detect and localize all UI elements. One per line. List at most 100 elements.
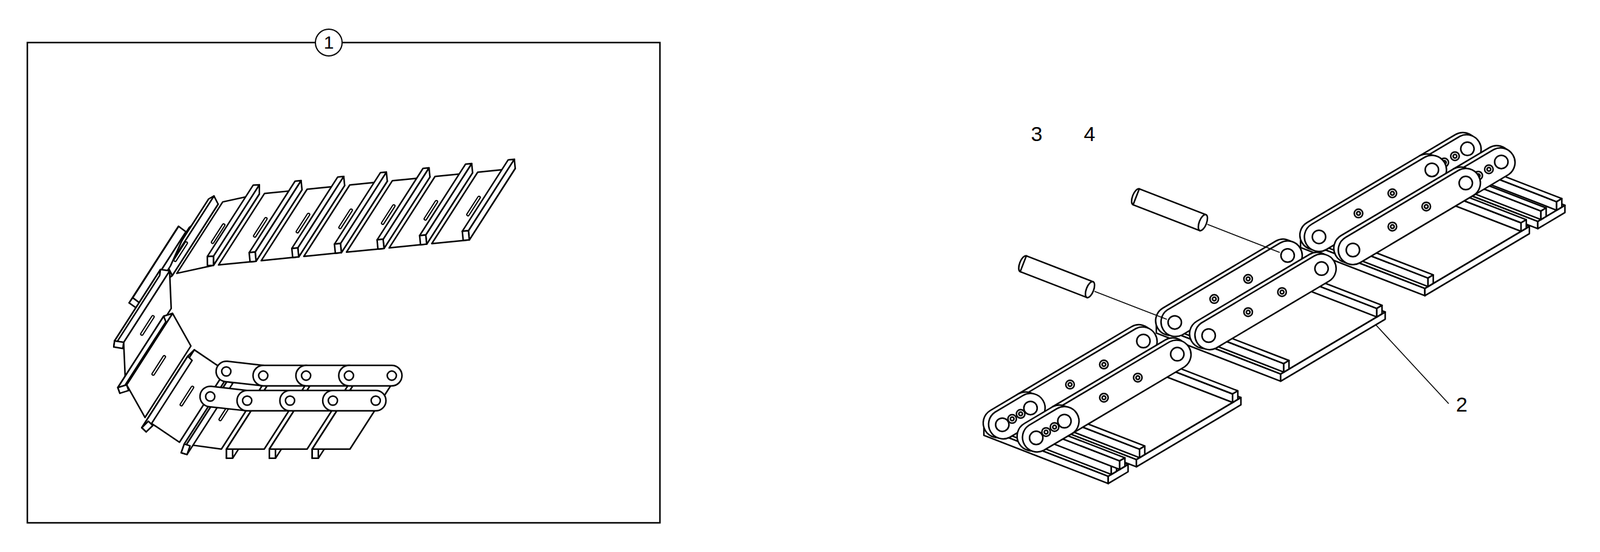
link-pin [301,370,311,380]
link-pin [242,395,252,405]
view-frame [27,42,660,523]
grouser-bar [226,449,233,459]
grouser-bar [117,384,129,394]
shoe-bolt [1484,165,1494,174]
track-shoe [312,377,397,450]
shoe-slot [254,218,266,236]
grouser-bar [141,356,193,432]
shoe-slot [254,218,266,236]
chain-link [338,365,402,386]
shoe-bolt [1356,211,1361,216]
shoe-slot [153,356,165,374]
chain-link [1050,339,1192,436]
shoe-bolt [1243,274,1253,284]
link-hole [1460,142,1475,156]
callout-number: 3 [1031,123,1043,145]
grouser-bar [113,340,124,349]
callout-circle: 1 [314,28,343,57]
grouser-bar [1139,446,1145,458]
link-pin [344,370,354,380]
link-pin [301,370,311,380]
grouser-bar [1119,457,1126,470]
shoe-bolt [1390,191,1394,196]
pin-end [1083,280,1097,299]
shoe-bolt [1246,309,1250,314]
grouser-bar [1232,390,1238,403]
link-hole [1315,261,1329,276]
shoe-slot [425,201,437,219]
link-hole [1424,162,1439,177]
shoe-bolt [1424,204,1429,209]
grouser-bar [334,243,341,254]
link-hole [1312,230,1326,244]
grouser-bar [462,230,470,241]
shoe-bolt [1019,412,1023,416]
link-pin [387,370,397,380]
track-pin [1133,188,1207,231]
link-pin [328,395,338,405]
grouser-bar [1376,305,1383,317]
link-hole [1023,401,1038,415]
shoe-slot [340,210,352,228]
chain-link [1338,168,1481,265]
link-hole [1459,176,1473,190]
callout-number: 2 [1455,393,1468,415]
shoe-slot [181,387,193,405]
shoe-bolt [1099,393,1109,402]
link-pin [205,391,215,402]
link-hole [1167,315,1182,329]
shoe-slot [212,224,224,242]
link-hole [1136,334,1151,348]
grouser-bar [181,443,191,454]
callout-number: 1 [323,33,335,52]
shoe-bolt [1246,277,1250,281]
shoe-bolt [1387,222,1397,231]
link-pin [371,395,381,405]
assembly-line [1207,224,1280,253]
shoe-bolt [1452,154,1457,158]
grouser-bar [468,159,516,241]
link-hole [995,418,1009,432]
track-shoe [983,416,1128,477]
link-pin [344,370,354,380]
shoe-bolt [1050,422,1059,431]
link-hole [1280,248,1295,262]
link-hole [1494,154,1509,169]
grouser-bar [141,421,153,432]
shoe-bolt [1068,382,1072,387]
shoe-slot [181,387,193,405]
grouser-bar [377,239,385,250]
shoe-bolt [1043,430,1048,434]
grouser-bar [255,180,303,262]
shoe-slot [142,316,154,334]
shoe-slot [467,197,479,215]
shoe-bolt [1390,224,1394,229]
shoe-bolt [1450,151,1460,161]
shoe-slot [153,356,165,374]
grouser-bar [269,449,276,459]
grouser-bar [1284,360,1290,372]
shoe-slot [212,224,224,242]
track-pin [1020,255,1094,298]
shoe-slot [297,214,309,232]
shoe-bolt [1209,294,1219,304]
shoe-bolt [1277,287,1287,296]
link-hole [1201,328,1216,343]
grouser-bar [1428,274,1434,287]
grouser-bar [117,315,166,394]
shoe-bolt [1099,360,1109,369]
shoe-slot [425,201,437,219]
grouser-bar [291,247,299,258]
grouser-bar [382,167,430,249]
grouser-bar [249,252,256,262]
chain-link [322,390,386,411]
shoe-bolt [1102,362,1106,367]
grouser-bar [340,171,388,253]
shoe-slot [382,206,394,224]
shoe-bolt [1065,380,1075,389]
link-pin [258,370,268,380]
chain-link [1022,406,1080,453]
link-hole [1029,430,1043,445]
